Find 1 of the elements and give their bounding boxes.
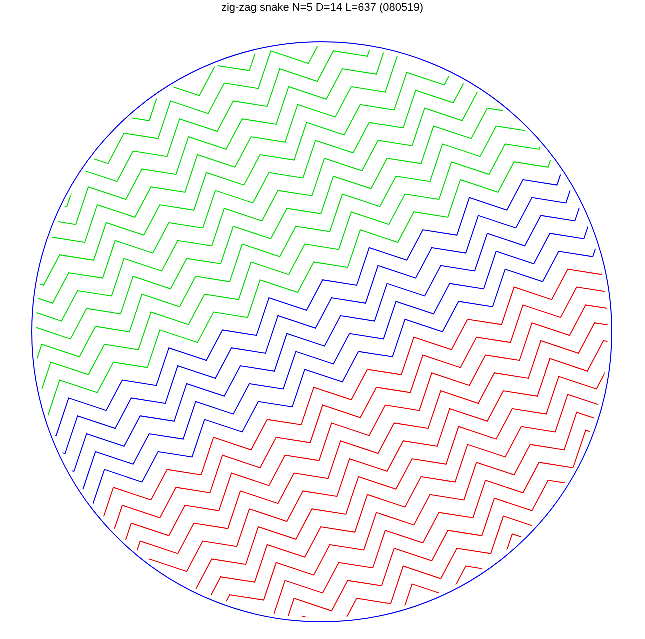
plot-title: zig-zag snake N=5 D=14 L=637 (080519) <box>220 2 425 14</box>
